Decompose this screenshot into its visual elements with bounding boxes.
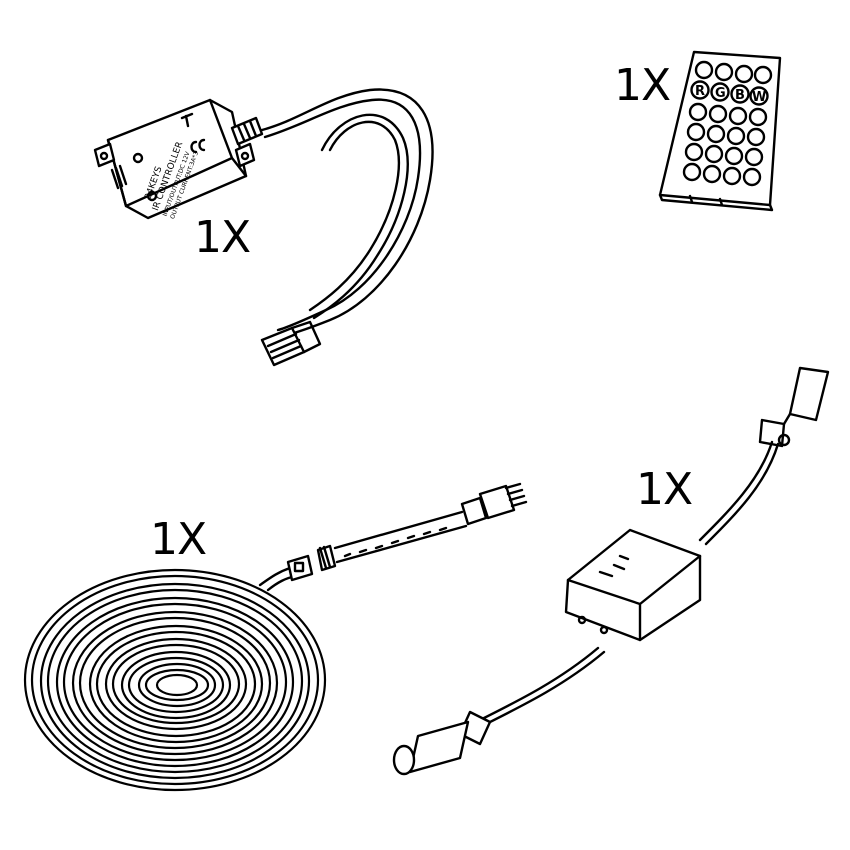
remote-color-buttons	[682, 102, 748, 186]
power-adapter-quantity: 1X	[636, 464, 693, 515]
remote-rgbw-buttons: R G B W	[690, 80, 769, 106]
controller-quantity: 1X	[194, 212, 251, 263]
remote-button-g: G	[715, 86, 726, 101]
indicator-dot-icon	[146, 190, 158, 202]
remote-quantity: 1X	[614, 60, 671, 111]
led-strip-quantity: 1X	[150, 514, 207, 565]
remote-illustration: R G B W	[658, 50, 782, 212]
remote-top-buttons	[694, 60, 773, 85]
ir-controller-illustration: 24KEYS IR CONTROLLER INPUT/OUTPUT:DC 12V…	[93, 88, 434, 367]
led-strip-illustration	[23, 482, 528, 792]
remote-button-b: B	[735, 88, 745, 103]
indicator-dot-icon	[132, 152, 144, 164]
remote-button-r: R	[695, 84, 705, 99]
certification-mark-icon	[180, 112, 194, 128]
ce-mark-icon	[190, 138, 206, 154]
remote-button-w: W	[752, 90, 766, 105]
power-adapter-illustration	[392, 366, 830, 776]
remote-mode-buttons	[742, 107, 768, 187]
